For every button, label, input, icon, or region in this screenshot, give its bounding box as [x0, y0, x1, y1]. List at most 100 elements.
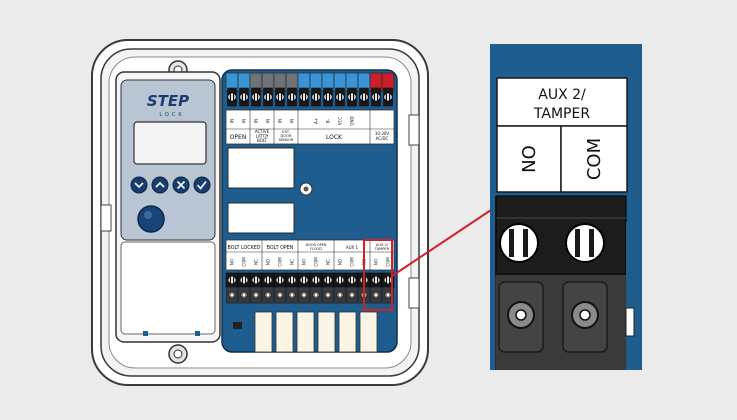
- top-terminal[interactable]: [333, 72, 347, 107]
- top-terminal[interactable]: [369, 72, 383, 107]
- top-terminal-label: IN: [254, 119, 259, 123]
- bottom-group-label: DOOR OPEN: [306, 243, 327, 247]
- bottom-terminal-strip: [225, 272, 395, 304]
- connector-slots: [254, 311, 378, 353]
- top-terminal-label: IN: [242, 119, 247, 123]
- screw-icon: [565, 223, 605, 263]
- bottom-group-label: AUX 2/: [376, 243, 389, 247]
- top-terminal-label: IN: [290, 119, 295, 123]
- bottom-terminal[interactable]: [273, 272, 287, 304]
- top-terminal[interactable]: [261, 72, 275, 107]
- top-group-label: DOOR: [281, 134, 292, 138]
- top-terminal[interactable]: [297, 72, 311, 107]
- bottom-terminal-label: NO: [301, 259, 306, 265]
- connector-slot: [317, 311, 336, 353]
- top-terminal[interactable]: [321, 72, 335, 107]
- top-terminal[interactable]: [345, 72, 359, 107]
- brand-sub: LOCK: [159, 112, 184, 118]
- side-clip-top: [408, 114, 420, 146]
- bottom-terminal[interactable]: [225, 272, 239, 304]
- bottom-terminal[interactable]: [261, 272, 275, 304]
- side-clip-bottom: [408, 277, 420, 309]
- top-group-label: 10-30V: [375, 131, 390, 136]
- zoom-title-line2: TAMPER: [533, 106, 590, 122]
- top-terminal[interactable]: [225, 72, 239, 107]
- lcd-display: [133, 121, 207, 165]
- bottom-terminal-label: COM: [241, 257, 246, 267]
- top-group-label: LOCK: [326, 134, 343, 141]
- top-terminal[interactable]: [381, 72, 395, 107]
- wire-socket-icon: [498, 281, 544, 353]
- top-terminal-label: GND: [350, 116, 355, 125]
- bottom-terminal[interactable]: [345, 272, 359, 304]
- top-terminal[interactable]: [273, 72, 287, 107]
- bottom-label-panel: [225, 239, 395, 271]
- screw-icon: [499, 223, 539, 263]
- bottom-terminal[interactable]: [297, 272, 311, 304]
- top-terminal[interactable]: [249, 72, 263, 107]
- bottom-terminal-label: NO: [337, 259, 342, 265]
- top-terminal-strip: [225, 72, 395, 107]
- chip-icon: [233, 322, 242, 329]
- bottom-terminal[interactable]: [237, 272, 251, 304]
- main-button[interactable]: [137, 205, 165, 233]
- device-lower-housing: [120, 241, 216, 335]
- top-terminal[interactable]: [357, 72, 371, 107]
- bottom-terminal[interactable]: [249, 272, 263, 304]
- component-block-upper: [227, 147, 295, 189]
- zoom-pin-label-no: NO: [519, 145, 540, 173]
- bottom-terminal-label: COM: [277, 257, 282, 267]
- bottom-terminal-label: NO: [229, 259, 234, 265]
- bottom-group-label: TAMPER: [374, 247, 390, 251]
- top-group-label: OPEN: [230, 134, 247, 141]
- zoom-inset: AUX 2/ TAMPER NO COM: [490, 44, 642, 370]
- top-group-label: EXT.: [282, 130, 290, 134]
- left-clip: [100, 204, 112, 232]
- brand-logo: STEP: [147, 92, 189, 110]
- top-terminal[interactable]: [237, 72, 251, 107]
- top-terminal-label: IN: [266, 119, 271, 123]
- connector-slot: [275, 311, 294, 353]
- close-icon[interactable]: [172, 176, 190, 194]
- bottom-terminal-label: COM: [313, 257, 318, 267]
- check-icon[interactable]: [193, 176, 211, 194]
- mounting-hole: [299, 182, 313, 196]
- top-terminal-label: IN: [230, 119, 235, 123]
- top-terminal-label: B-: [326, 118, 331, 123]
- bottom-terminal[interactable]: [285, 272, 299, 304]
- top-group-label: BOLT: [257, 138, 268, 143]
- chevron-up-icon[interactable]: [151, 176, 169, 194]
- bottom-terminal-label: NO: [265, 259, 270, 265]
- top-group-label: LATCH: [256, 134, 269, 139]
- bottom-terminal-label: NC: [289, 259, 294, 265]
- bottom-terminal[interactable]: [321, 272, 335, 304]
- connector-slot: [338, 311, 357, 353]
- top-group-label: AC/DC: [376, 136, 389, 141]
- wire-socket-icon: [562, 281, 608, 353]
- chevron-down-icon[interactable]: [130, 176, 148, 194]
- top-group-label: ACTIVE: [255, 129, 270, 134]
- top-group-label: SENSOR: [279, 138, 294, 142]
- callout-line: [391, 205, 498, 277]
- bottom-group-label: FLOOD: [310, 247, 322, 251]
- screw-post-bottom: [168, 344, 188, 364]
- led-indicator-right: [195, 331, 200, 336]
- bottom-terminal[interactable]: [309, 272, 323, 304]
- zoom-title-line1: AUX 2/: [538, 87, 586, 103]
- top-terminal-label: IN: [278, 119, 283, 123]
- bottom-terminal-label: COM: [385, 257, 390, 267]
- zoom-pin-label-com: COM: [584, 138, 605, 180]
- bottom-terminal[interactable]: [369, 272, 383, 304]
- bottom-terminal[interactable]: [333, 272, 347, 304]
- bottom-terminal-label: NO: [373, 259, 378, 265]
- top-label-panel: [225, 109, 395, 145]
- bottom-group-label: BOLT OPEN: [267, 245, 294, 251]
- top-terminal-label: VCC: [338, 117, 343, 126]
- top-terminal[interactable]: [285, 72, 299, 107]
- top-terminal[interactable]: [309, 72, 323, 107]
